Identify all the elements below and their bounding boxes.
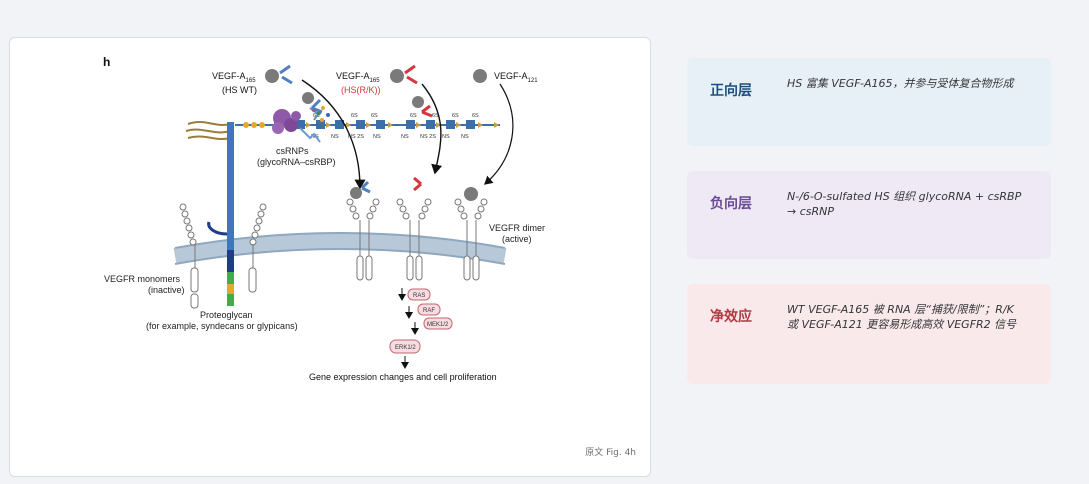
sulfation-label: NS bbox=[373, 134, 381, 140]
sulfation-label: 6S bbox=[410, 113, 417, 119]
net-effect-card: 净效应 WT VEGF-A165 被 RNA 层“捕获/限制”；R/K 或 VE… bbox=[687, 284, 1051, 384]
card-title: 正向层 bbox=[710, 83, 752, 99]
sulfation-label: NS bbox=[311, 134, 319, 140]
csrnp-label: csRNPs bbox=[276, 146, 309, 156]
wt-binding-arrow bbox=[301, 79, 366, 190]
proteoglycan-label: Proteoglycan bbox=[200, 310, 253, 320]
ligand-121-label: VEGF-A121 bbox=[494, 71, 538, 84]
vegf-wt-bound-icon bbox=[350, 180, 371, 199]
mek-label: MEK1/2 bbox=[427, 322, 449, 328]
sulfation-label: NS 2S bbox=[348, 134, 364, 140]
sulfation-label: 6S bbox=[351, 113, 358, 119]
a121-binding-arrow bbox=[484, 83, 514, 185]
vegf-rk-bound-icon bbox=[413, 176, 422, 192]
figure-card: h 6S 6S 6S 6S bbox=[9, 37, 651, 477]
panel-letter: h bbox=[103, 55, 110, 69]
ligand-rk-label: VEGF-A165 bbox=[336, 71, 380, 84]
card-title: 负向层 bbox=[710, 196, 752, 212]
vegf-rk-icon bbox=[390, 64, 418, 85]
negative-layer-card: 负向层 N-/6-O-sulfated HS 组织 glycoRNA + csR… bbox=[687, 171, 1051, 259]
ligand-rk-note: (HS(R/K)) bbox=[341, 85, 381, 95]
proteoglycan-label-sub: (for example, syndecans or glypicans) bbox=[146, 321, 298, 331]
sulfation-labels: 6S 6S 6S 6S 6S 6S 6S NS NS NS 2S NS NS N… bbox=[311, 113, 479, 140]
vegf-121-icon bbox=[473, 69, 487, 83]
monomer-label: VEGFR monomers bbox=[104, 274, 181, 284]
sulfation-label: NS 2S bbox=[420, 134, 436, 140]
card-body: N-/6-O-sulfated HS 组织 glycoRNA + csRBP →… bbox=[787, 190, 1022, 218]
raf-label: RAF bbox=[423, 308, 435, 314]
ligand-wt-label: VEGF-A165 bbox=[212, 71, 256, 84]
monomer-label-sub: (inactive) bbox=[148, 285, 185, 295]
sulfation-label: 6S bbox=[452, 113, 459, 119]
vegf-wt-icon bbox=[265, 64, 293, 85]
cell-membrane bbox=[173, 232, 507, 265]
vegfr-rk-pair bbox=[396, 198, 432, 281]
outcome-label: Gene expression changes and cell prolife… bbox=[309, 372, 497, 382]
signaling-cascade bbox=[389, 288, 453, 369]
sulfation-label: NS bbox=[331, 134, 339, 140]
vegfr-monomers bbox=[179, 203, 267, 309]
proteoglycan bbox=[185, 121, 234, 306]
ras-label: RAS bbox=[413, 293, 425, 299]
sulfation-label: NS bbox=[401, 134, 409, 140]
erk-label: ERK1/2 bbox=[395, 345, 416, 351]
rk-binding-arrow bbox=[421, 83, 443, 175]
figure-caption: 原文 Fig. 4h bbox=[585, 448, 636, 458]
ligand-wt-note: (HS WT) bbox=[222, 85, 257, 95]
bound-ligands bbox=[302, 92, 433, 118]
dimer-label: VEGFR dimer bbox=[489, 223, 545, 233]
sulfation-label: 6S bbox=[432, 113, 439, 119]
sulfation-label: NS bbox=[442, 134, 450, 140]
card-body: WT VEGF-A165 被 RNA 层“捕获/限制”；R/K 或 VEGF-A… bbox=[787, 303, 1017, 331]
pathway-diagram: h 6S 6S 6S 6S bbox=[103, 55, 545, 382]
sulfation-label: 6S bbox=[371, 113, 378, 119]
sulfation-label: 6S bbox=[472, 113, 479, 119]
vegfr-dimer bbox=[454, 187, 488, 281]
card-body: HS 富集 VEGF-A165，并参与受体复合物形成 bbox=[787, 77, 1014, 90]
csrnp-label-sub: (glycoRNA–csRBP) bbox=[257, 157, 336, 167]
vegfr-wt-pair bbox=[346, 198, 380, 281]
card-title: 净效应 bbox=[710, 309, 752, 325]
positive-layer-card: 正向层 HS 富集 VEGF-A165，并参与受体复合物形成 bbox=[687, 58, 1051, 146]
dimer-label-sub: (active) bbox=[502, 234, 532, 244]
sulfation-label: NS bbox=[461, 134, 469, 140]
csrnp-cluster bbox=[272, 106, 330, 143]
